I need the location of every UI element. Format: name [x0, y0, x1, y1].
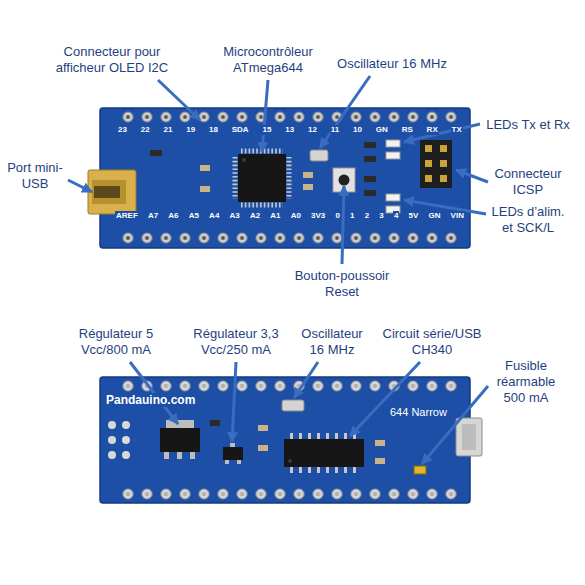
- pin-name: 22: [140, 125, 151, 135]
- pcb: [100, 377, 470, 503]
- pin-name: A5: [188, 211, 200, 221]
- pin-name: A4: [208, 211, 220, 221]
- callout-label: Microcontrôleur ATmega644: [208, 44, 328, 76]
- pin-name: SDA: [231, 125, 250, 135]
- crystal: [282, 400, 304, 411]
- pin-label-row: 23 22 21 19 18 SDA 15 13 12 11 10 GN RS RX TX: [117, 125, 463, 135]
- silkscreen-text: Pandauino.com: [104, 393, 197, 407]
- callout-label: Oscillateur 16 MHz: [327, 56, 457, 72]
- pin-name: 3V3: [310, 211, 326, 221]
- leader-line: [350, 362, 420, 436]
- bottom-board: [100, 377, 482, 503]
- crystal: [310, 150, 328, 161]
- pin-name: A0: [290, 211, 302, 221]
- pin-name: A3: [229, 211, 241, 221]
- leader-line: [294, 362, 318, 398]
- callout-label: Connecteur ICSP: [485, 166, 571, 198]
- leader-line: [456, 170, 488, 182]
- icsp-holes: [108, 421, 130, 459]
- regulator-3v3: [223, 443, 243, 464]
- callout-label: Régulateur 3,3 Vcc/250 mA: [190, 326, 282, 358]
- leader-line: [404, 124, 480, 142]
- pin-name: AREF: [115, 211, 139, 221]
- smd-parts: [150, 140, 400, 213]
- pin-name: 4: [393, 211, 399, 221]
- pin-name: RS: [401, 125, 414, 135]
- callout-label: Circuit série/USB CH340: [376, 326, 488, 358]
- pin-name: GN: [375, 125, 389, 135]
- leader-lines: [68, 76, 488, 464]
- pin-row: [119, 110, 461, 124]
- top-board: [88, 108, 470, 248]
- pin-name: 5V: [408, 211, 420, 221]
- pin-name: 1: [349, 211, 355, 221]
- callout-label: LEDs d’alim. et SCK/L: [487, 204, 569, 236]
- callout-label: Fusible réarmable 500 mA: [491, 358, 561, 406]
- pin-name: 2: [364, 211, 370, 221]
- pin-row: [119, 379, 461, 393]
- pin-name: 18: [208, 125, 219, 135]
- pin-name: TX: [451, 125, 463, 135]
- callout-label: Connecteur pour afficheur OLED I2C: [47, 44, 177, 76]
- callout-label: Port mini-USB: [3, 160, 67, 192]
- ch340-chip: [284, 436, 364, 470]
- pin-name: A6: [167, 211, 179, 221]
- regulator-5v: [160, 420, 200, 459]
- pin-name: RX: [426, 125, 439, 135]
- pin-name: 11: [330, 125, 340, 135]
- callout-label: Oscillateur 16 MHz: [293, 326, 371, 358]
- pin-name: 0: [334, 211, 340, 221]
- pin-name: 13: [284, 125, 295, 135]
- pin-name: 23: [117, 125, 128, 135]
- fuse: [414, 466, 426, 474]
- callout-label: Régulateur 5 Vcc/800 mA: [66, 326, 166, 358]
- leader-line: [232, 362, 236, 442]
- leader-line: [262, 80, 268, 152]
- pin-name: 3: [378, 211, 384, 221]
- icsp-header: [420, 140, 452, 188]
- pin-row: [119, 487, 461, 501]
- pin-name: GN: [427, 211, 441, 221]
- callout-label: Bouton-poussoir Reset: [287, 268, 397, 300]
- pin-name: 10: [352, 125, 363, 135]
- pin-name: 21: [163, 125, 174, 135]
- leader-line: [320, 76, 370, 148]
- silkscreen-text: 644 Narrow: [388, 406, 449, 419]
- pin-name: A7: [147, 211, 159, 221]
- pin-name: A1: [269, 211, 281, 221]
- usb-connector: [456, 418, 482, 456]
- leader-line: [422, 386, 488, 464]
- pin-name: A2: [249, 211, 261, 221]
- pcb: [100, 108, 470, 248]
- leader-line: [68, 180, 92, 192]
- pin-name: 15: [261, 125, 272, 135]
- leader-line: [158, 80, 200, 120]
- callout-label: LEDs Tx et Rx: [478, 117, 578, 133]
- pin-row: [119, 231, 461, 245]
- mini-usb-port: [88, 170, 136, 214]
- pin-name: 12: [307, 125, 318, 135]
- pin-label-row: AREF A7 A6 A5 A4 A3 A2 A1 A0 3V3 01234 5V GN VIN: [115, 211, 465, 221]
- mcu-chip: [235, 151, 289, 205]
- leader-line: [342, 186, 344, 264]
- pin-name: 19: [185, 125, 196, 135]
- pin-name: VIN: [450, 211, 465, 221]
